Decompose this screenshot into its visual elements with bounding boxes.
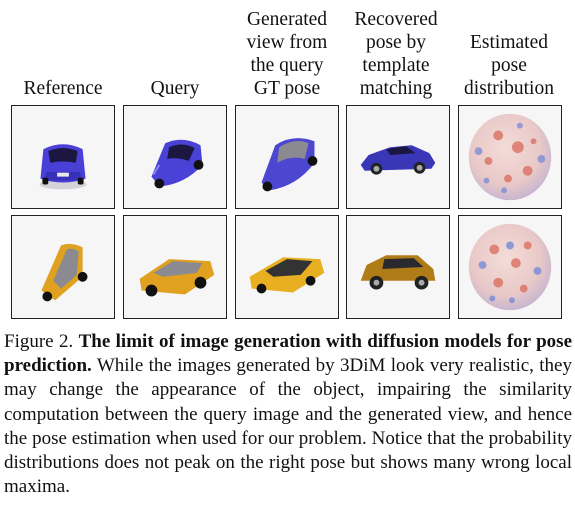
header-line: the query — [250, 55, 324, 76]
header-line: Reference — [23, 78, 103, 99]
reference-image-blue-car — [11, 105, 115, 209]
header-line: pose — [491, 55, 527, 76]
generated-view-yellow-suv — [235, 215, 339, 319]
header-line: GT pose — [253, 78, 321, 99]
figure-caption: Figure 2. The limit of image generation … — [4, 330, 572, 499]
header-recovered: Recovered pose by template matching — [340, 2, 452, 100]
caption-bold-title: The limit of image generation with diffu… — [4, 331, 573, 377]
header-generated: Generated view from the query GT pose — [231, 2, 343, 100]
generated-view-blue-car — [235, 105, 339, 209]
header-line: Estimated — [470, 32, 548, 53]
header-line: template — [362, 55, 430, 76]
header-line: Generated — [246, 9, 328, 30]
header-line: Query — [150, 78, 200, 99]
query-image-yellow-suv — [123, 215, 227, 319]
header-line: pose by — [365, 32, 427, 53]
reference-image-yellow-suv — [11, 215, 115, 319]
header-line: distribution — [464, 78, 554, 99]
pose-distribution-1 — [458, 105, 562, 209]
pose-distribution-2 — [458, 215, 562, 319]
header-line: view from — [246, 32, 328, 53]
header-line: matching — [359, 78, 433, 99]
recovered-template-yellow-suv — [346, 215, 450, 319]
query-image-blue-car — [123, 105, 227, 209]
header-estimated: Estimated pose distribution — [453, 2, 565, 100]
header-query: Query — [119, 2, 231, 100]
caption-label: Figure 2. — [4, 331, 74, 352]
header-line: Recovered — [354, 9, 438, 30]
recovered-template-blue-car — [346, 105, 450, 209]
header-reference: Reference — [7, 2, 119, 100]
caption-body: While the images generated by 3DiM look … — [4, 355, 572, 498]
